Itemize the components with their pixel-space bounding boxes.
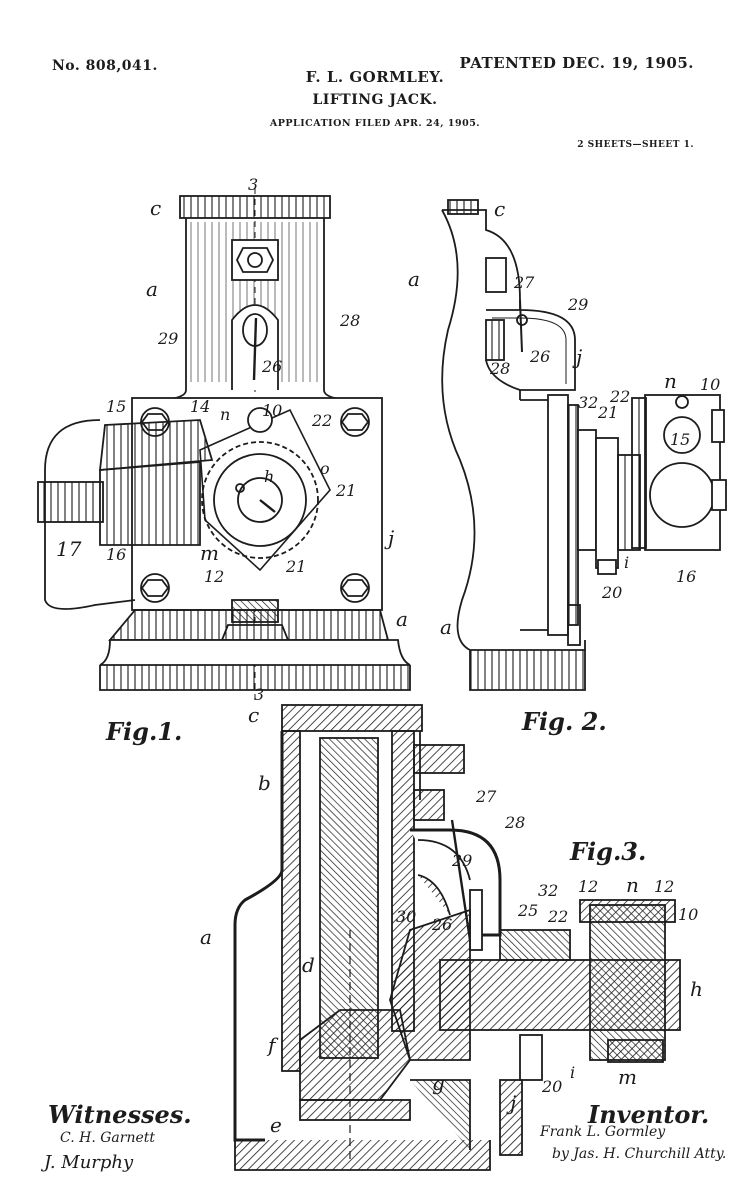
svg-text:25: 25 bbox=[517, 901, 538, 920]
svg-text:n: n bbox=[664, 369, 677, 393]
sheet-note: 2 SHEETS—SHEET 1. bbox=[577, 140, 694, 150]
svg-text:h: h bbox=[264, 467, 274, 486]
patent-date: PATENTED DEC. 19, 1905. bbox=[459, 54, 694, 72]
witness-signature-2: J. Murphy bbox=[44, 1152, 134, 1173]
svg-text:12: 12 bbox=[578, 877, 598, 896]
svg-text:12: 12 bbox=[654, 877, 674, 896]
figure-2 bbox=[441, 199, 727, 691]
figure-2-labels: c a 27 29 28 26 j 32 22 21 n 10 15 i 16 … bbox=[408, 197, 720, 736]
svg-text:15: 15 bbox=[670, 430, 690, 449]
svg-text:e: e bbox=[270, 1113, 282, 1137]
svg-text:c: c bbox=[494, 197, 505, 221]
svg-text:32: 32 bbox=[538, 881, 558, 900]
fig1-caption: Fig.1. bbox=[105, 717, 182, 746]
svg-text:c: c bbox=[248, 703, 259, 727]
svg-text:28: 28 bbox=[489, 359, 510, 378]
svg-text:27: 27 bbox=[475, 787, 497, 806]
svg-text:m: m bbox=[618, 1065, 637, 1089]
svg-text:29: 29 bbox=[451, 851, 472, 870]
svg-text:29: 29 bbox=[567, 295, 588, 314]
inventor-signature: Frank L. Gormley bbox=[540, 1124, 666, 1140]
svg-text:a: a bbox=[408, 267, 420, 291]
svg-text:10: 10 bbox=[700, 375, 720, 394]
svg-text:21: 21 bbox=[335, 481, 356, 500]
svg-text:15: 15 bbox=[106, 397, 126, 416]
svg-text:30: 30 bbox=[396, 907, 416, 926]
witnesses-heading: Witnesses. bbox=[48, 1100, 192, 1129]
svg-text:14: 14 bbox=[190, 397, 210, 416]
svg-text:26: 26 bbox=[529, 347, 550, 366]
svg-text:12: 12 bbox=[204, 567, 224, 586]
svg-text:21: 21 bbox=[285, 557, 306, 576]
svg-text:d: d bbox=[302, 953, 315, 977]
svg-text:3: 3 bbox=[248, 175, 258, 194]
svg-text:g: g bbox=[432, 1071, 445, 1095]
svg-text:f: f bbox=[266, 1033, 279, 1057]
svg-text:10: 10 bbox=[678, 905, 698, 924]
svg-text:22: 22 bbox=[609, 387, 630, 406]
application-filed-line: APPLICATION FILED APR. 24, 1905. bbox=[269, 118, 481, 129]
figure-3 bbox=[233, 704, 681, 1171]
svg-text:j: j bbox=[384, 526, 394, 550]
fig3-caption: Fig.3. bbox=[569, 837, 646, 866]
svg-text:h: h bbox=[690, 977, 703, 1001]
svg-text:16: 16 bbox=[106, 545, 126, 564]
svg-text:3: 3 bbox=[254, 685, 264, 704]
svg-text:21: 21 bbox=[597, 403, 618, 422]
svg-text:29: 29 bbox=[157, 329, 178, 348]
svg-text:a: a bbox=[146, 277, 158, 301]
svg-text:26: 26 bbox=[431, 915, 452, 934]
svg-text:n: n bbox=[626, 873, 639, 897]
svg-text:22: 22 bbox=[547, 907, 568, 926]
svg-text:22: 22 bbox=[311, 411, 332, 430]
svg-text:o: o bbox=[320, 459, 330, 478]
svg-text:16: 16 bbox=[676, 567, 696, 586]
invention-title: LIFTING JACK. bbox=[312, 92, 438, 108]
svg-text:27: 27 bbox=[513, 273, 535, 292]
svg-text:a: a bbox=[440, 615, 452, 639]
svg-text:20: 20 bbox=[541, 1077, 562, 1096]
svg-text:c: c bbox=[150, 196, 161, 220]
svg-text:i: i bbox=[570, 1063, 575, 1082]
svg-text:28: 28 bbox=[339, 311, 360, 330]
figure-1-labels: 3 c a 29 28 26 15 14 n 10 22 o h 21 17 1… bbox=[56, 175, 408, 746]
svg-text:17: 17 bbox=[56, 537, 82, 561]
attorney-signature: by Jas. H. Churchill Atty. bbox=[552, 1146, 727, 1162]
figure-3-labels: 3 c b 27 28 29 26 30 32 25 22 12 n 12 10… bbox=[200, 685, 703, 1137]
svg-text:26: 26 bbox=[261, 357, 282, 376]
svg-text:10: 10 bbox=[262, 401, 282, 420]
svg-text:28: 28 bbox=[504, 813, 525, 832]
inventor-heading: Inventor. bbox=[588, 1100, 710, 1129]
svg-text:j: j bbox=[506, 1091, 516, 1115]
svg-text:n: n bbox=[220, 405, 230, 424]
svg-text:i: i bbox=[624, 553, 629, 572]
svg-text:32: 32 bbox=[578, 393, 598, 412]
svg-text:j: j bbox=[572, 345, 582, 369]
fig2-caption: Fig. 2. bbox=[521, 707, 607, 736]
svg-text:a: a bbox=[396, 607, 408, 631]
svg-text:m: m bbox=[200, 541, 219, 565]
svg-text:b: b bbox=[258, 771, 271, 795]
witness-signature-1: C. H. Garnett bbox=[60, 1130, 155, 1146]
figure-1 bbox=[37, 188, 411, 700]
patent-number: No. 808,041. bbox=[52, 58, 158, 74]
svg-text:20: 20 bbox=[601, 583, 622, 602]
svg-text:a: a bbox=[200, 925, 212, 949]
inventor-name: F. L. GORMLEY. bbox=[305, 68, 445, 86]
